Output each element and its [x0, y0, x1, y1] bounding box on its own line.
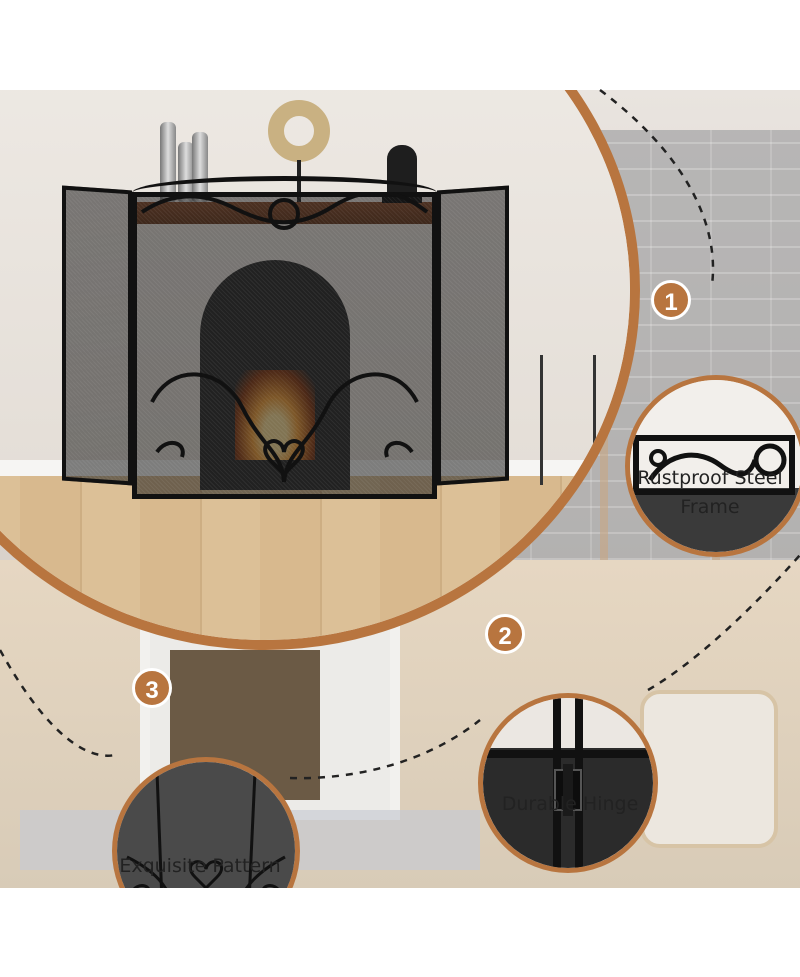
- hinge-detail-icon: [483, 698, 653, 868]
- fire-screen-scrollwork-icon: [140, 192, 429, 483]
- callout-2-caption-line-1: Durable Hinge: [501, 793, 639, 815]
- callout-2-caption: Durable Hinge: [470, 790, 670, 819]
- callout-2-badge: 2: [485, 614, 525, 654]
- callout-1-caption-line-1: Rustproof Steel: [637, 467, 783, 489]
- callout-frame-detail: [625, 375, 800, 557]
- hero-circle: [0, 90, 640, 650]
- fire-screen-arch: [132, 176, 437, 210]
- callout-1-caption: Rustproof Steel Frame: [620, 464, 800, 522]
- callout-1-caption-line-2: Frame: [680, 496, 740, 518]
- product-image-canvas: [0, 90, 800, 888]
- fireplace-tools: [540, 355, 596, 485]
- callout-hinge-detail: [478, 693, 658, 873]
- callout-3-caption: Exquisite Pattern: [100, 852, 300, 881]
- hero-wood-floor: [0, 476, 630, 640]
- callout-3-caption-line-1: Exquisite Pattern: [119, 855, 281, 877]
- callout-1-badge: 1: [651, 280, 691, 320]
- callout-3-badge: 3: [132, 668, 172, 708]
